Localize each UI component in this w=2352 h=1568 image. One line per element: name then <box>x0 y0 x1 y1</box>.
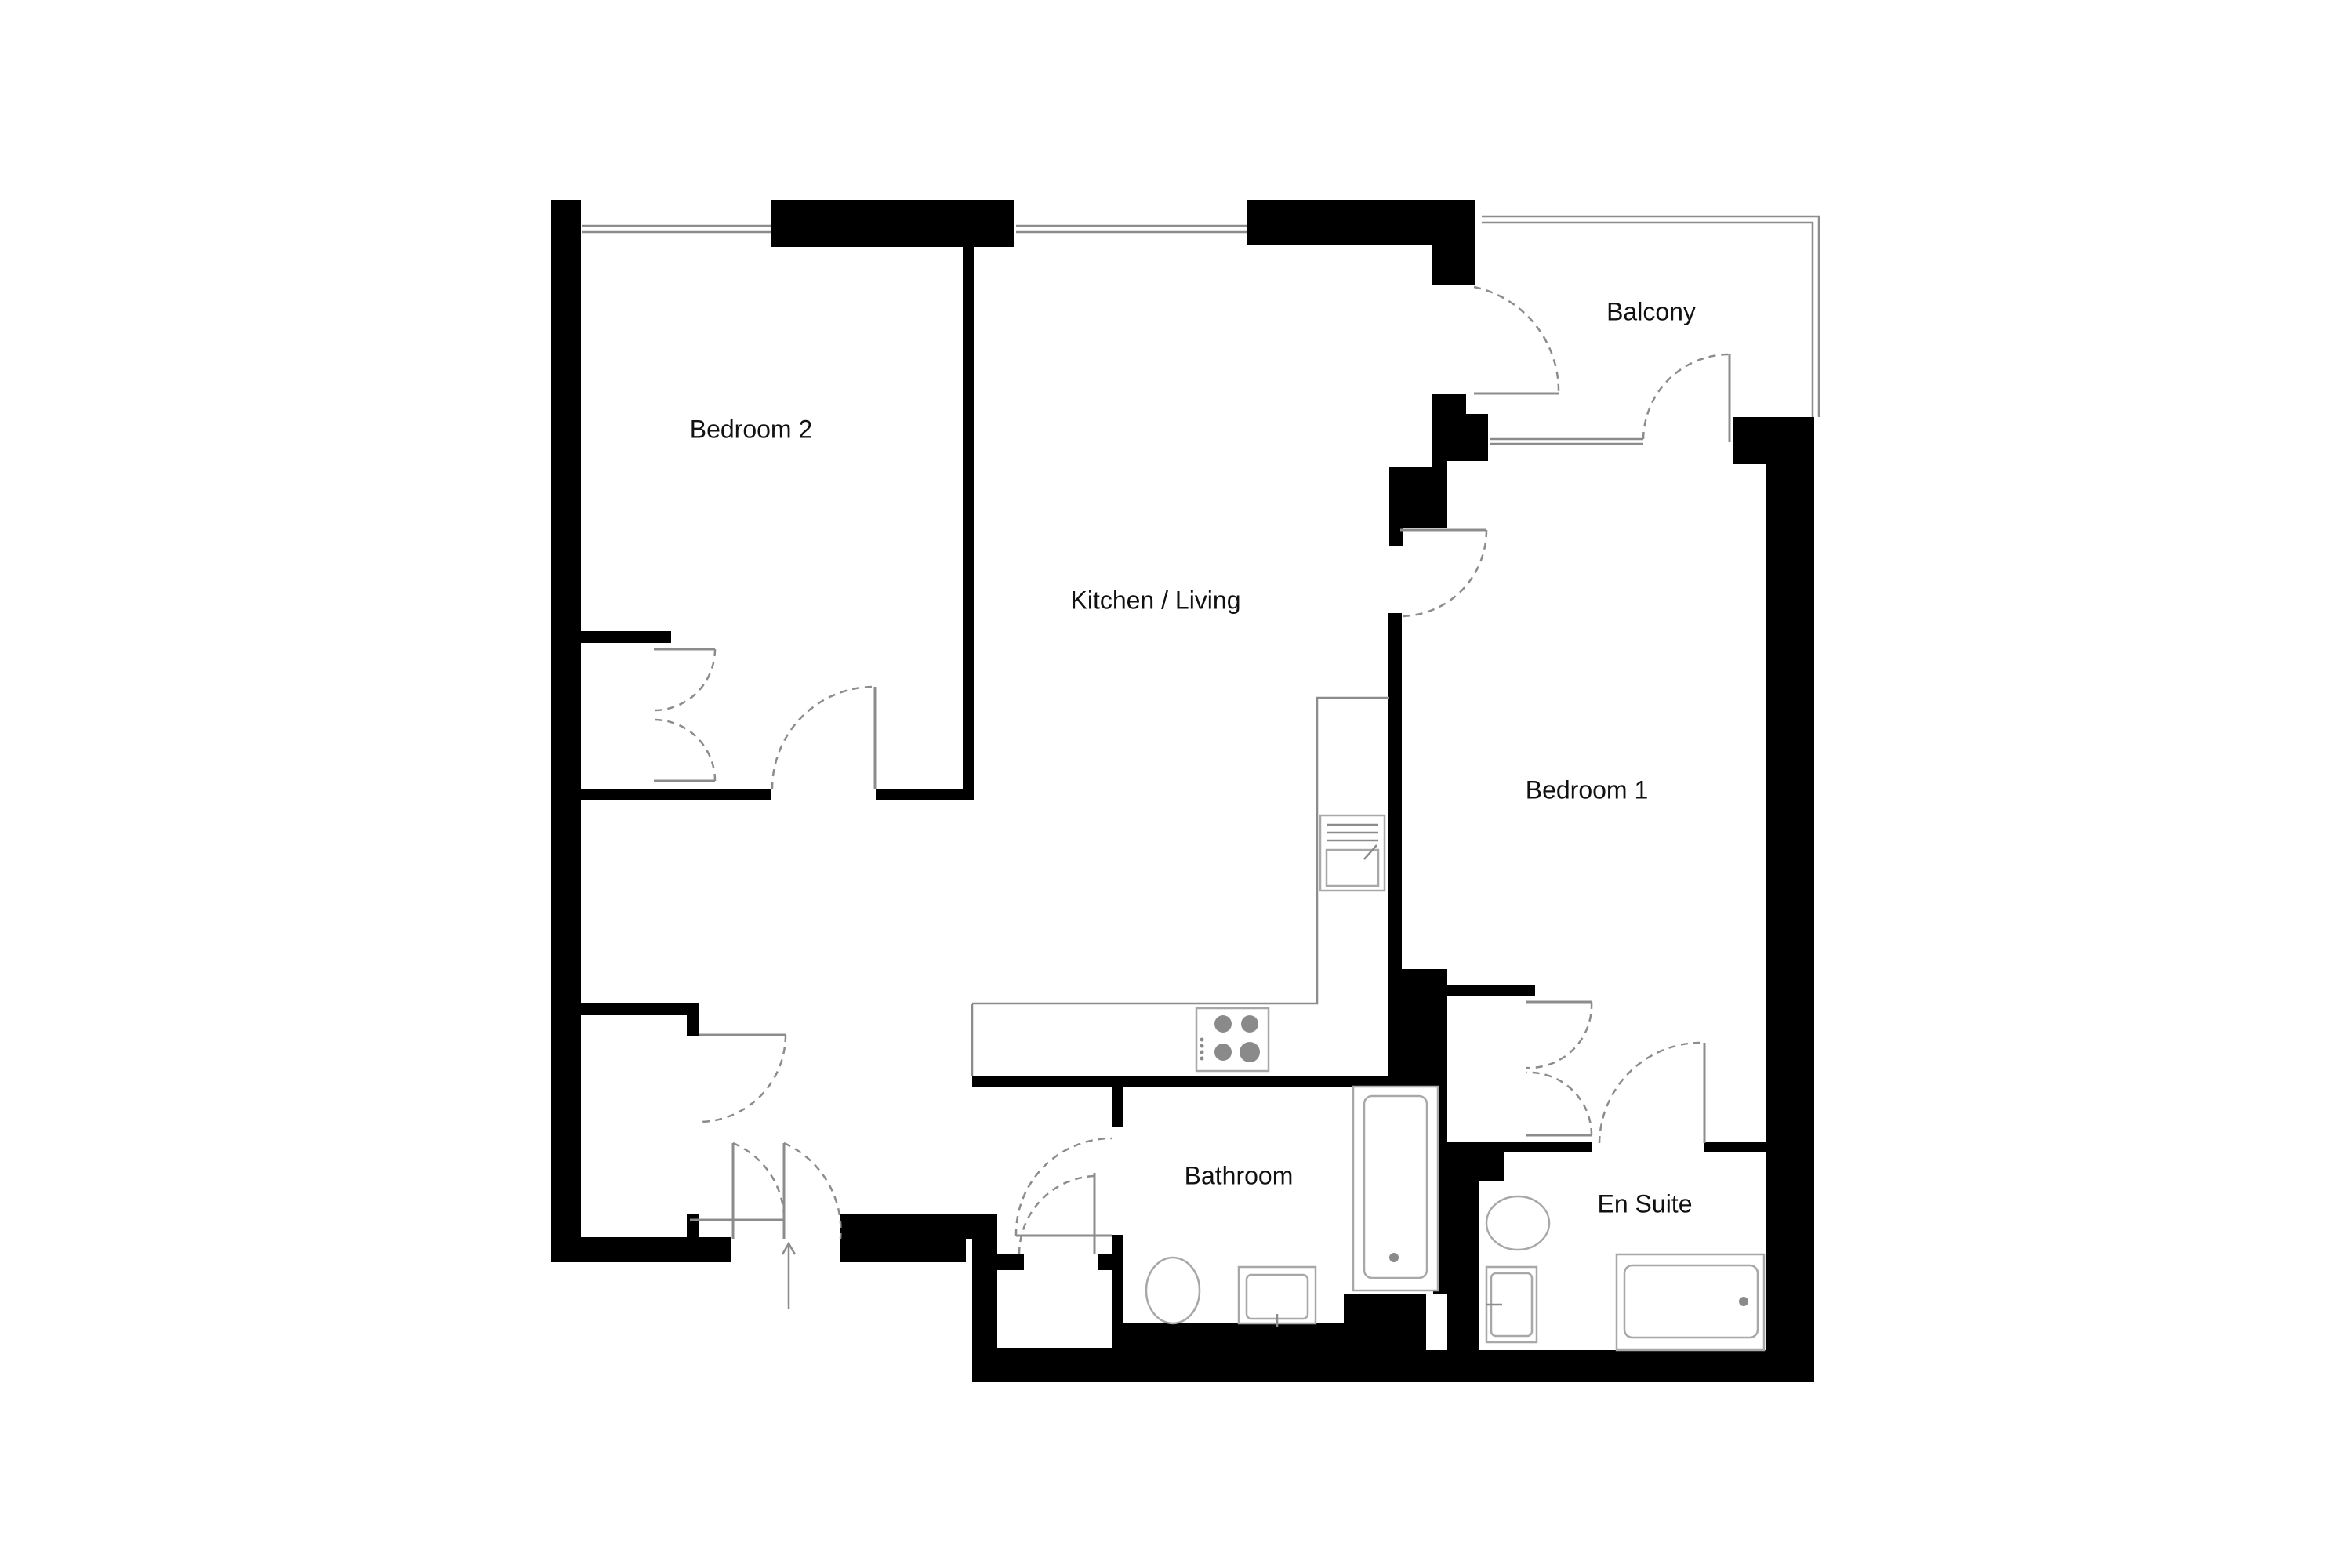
sink-icon <box>1485 1265 1538 1344</box>
room-label-bedroom-1: Bedroom 1 <box>1526 775 1649 804</box>
doors <box>653 285 1731 1255</box>
sink-icon <box>1319 814 1386 892</box>
sink-icon <box>1237 1265 1317 1327</box>
bath-icon <box>1615 1253 1766 1352</box>
entrance-arrow-icon <box>781 1241 797 1309</box>
room-label-en-suite: En Suite <box>1598 1189 1693 1218</box>
glazing <box>582 215 1820 445</box>
bathroom-fixtures <box>1145 1085 1439 1327</box>
hob-icon <box>1195 1007 1270 1073</box>
en-suite-fixtures <box>1485 1195 1766 1352</box>
toilet-icon <box>1145 1256 1201 1325</box>
room-labels: Bedroom 2 Kitchen / Living Balcony Bedro… <box>690 297 1696 1218</box>
bath-icon <box>1352 1085 1439 1292</box>
room-label-bedroom-2: Bedroom 2 <box>690 415 813 443</box>
toilet-icon <box>1485 1195 1551 1251</box>
room-label-kitchen-living: Kitchen / Living <box>1070 586 1240 614</box>
kitchen-units <box>971 696 1389 1076</box>
walls <box>551 200 1814 1382</box>
room-label-bathroom: Bathroom <box>1185 1161 1294 1189</box>
room-label-balcony: Balcony <box>1606 297 1696 325</box>
